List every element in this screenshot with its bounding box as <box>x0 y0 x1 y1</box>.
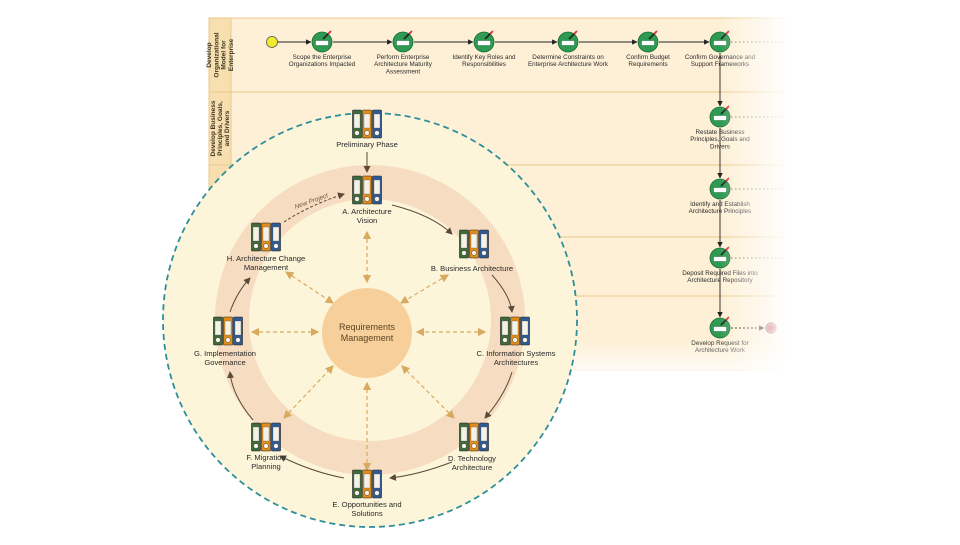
phase-label-prelim: Preliminary Phase <box>336 140 398 149</box>
task-icon <box>473 30 495 53</box>
task-icon <box>557 30 579 53</box>
cycle-arrow-g-to-h <box>229 277 251 313</box>
cycle-arrow-a-to-b <box>391 204 453 235</box>
binder-icon <box>251 222 281 252</box>
phase-label-b: B. Business Architecture <box>431 264 513 273</box>
cycle-arrow-b-to-c <box>491 274 515 313</box>
requirements-spoke-arrow <box>399 274 450 304</box>
task-icon <box>311 30 333 53</box>
binder-icon <box>251 422 281 452</box>
binder-icon <box>213 316 243 346</box>
cycle-arrow-f-to-g <box>227 371 254 421</box>
task-icon <box>637 30 659 53</box>
lane-label: Develop BusinessPrinciples, Goals,and Dr… <box>210 100 231 156</box>
requirements-spoke-arrow <box>283 365 334 419</box>
start-event <box>266 36 278 48</box>
lane-label: DevelopOrganizationalModel forEnterprise <box>206 32 235 77</box>
requirements-spoke-arrow <box>284 271 335 304</box>
cycle-arrow-e-to-f <box>279 455 345 479</box>
binder-icon <box>352 175 382 205</box>
task-icon <box>392 30 414 53</box>
cycle-arrow-c-to-d <box>484 371 513 419</box>
requirements-management-circle <box>322 288 412 378</box>
fade-overlay-right <box>720 10 790 380</box>
binder-icon <box>500 316 530 346</box>
binder-icon <box>352 109 382 139</box>
cycle-arrow-h-to-a <box>283 192 345 223</box>
requirements-spoke-arrow <box>401 365 455 419</box>
binder-icon <box>459 229 489 259</box>
cycle-arrow-d-to-e <box>389 461 453 481</box>
binder-icon <box>459 422 489 452</box>
binder-icon <box>352 469 382 499</box>
